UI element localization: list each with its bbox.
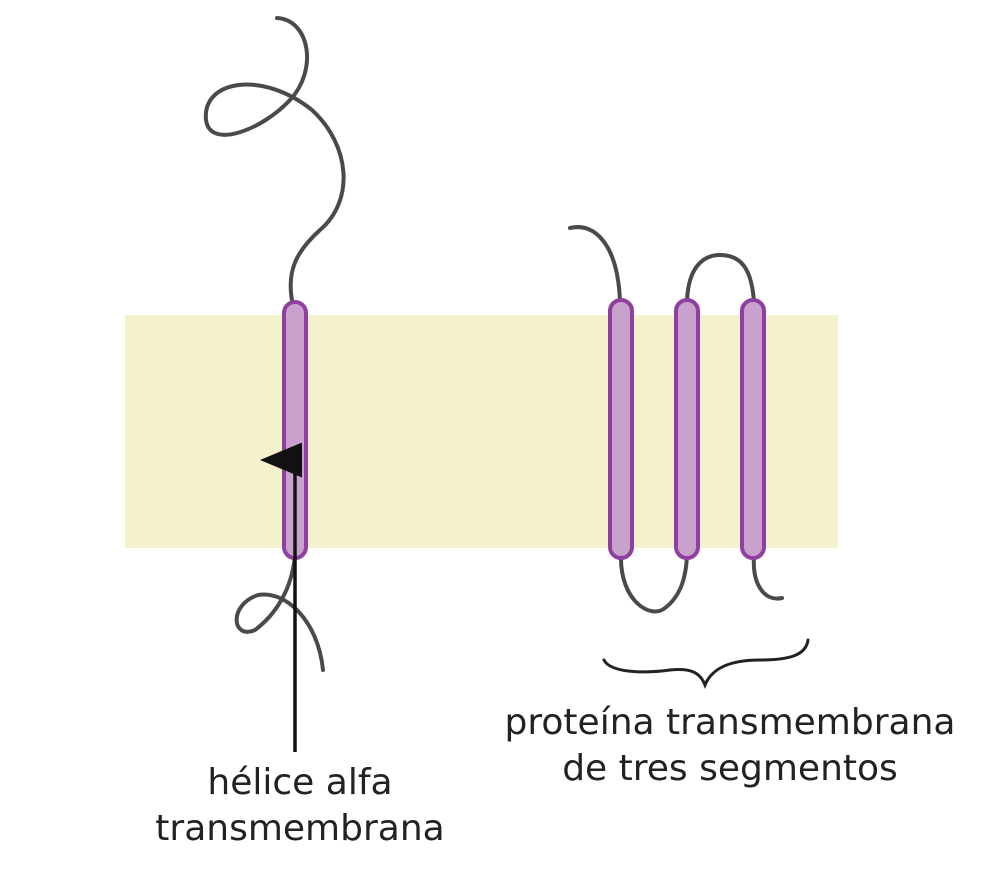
single-pass-upper-chain bbox=[206, 18, 344, 305]
multi-pass-brace bbox=[604, 640, 808, 685]
lipid-bilayer bbox=[125, 315, 838, 548]
single-pass-label-line1: hélice alfa bbox=[150, 760, 450, 806]
single-pass-label: hélice alfa transmembrana bbox=[150, 760, 450, 852]
multi-pass-n-terminal-chain bbox=[570, 227, 620, 302]
multi-pass-upper-loop bbox=[687, 255, 754, 302]
multi-pass-lower-loop bbox=[621, 556, 687, 611]
multi-pass-helix-2 bbox=[676, 300, 698, 558]
single-pass-lower-chain bbox=[237, 555, 323, 670]
multi-pass-helix-3 bbox=[742, 300, 764, 558]
multi-pass-label-line1: proteína transmembrana bbox=[480, 700, 980, 746]
multi-pass-helix-1 bbox=[610, 300, 632, 558]
multi-pass-c-terminal-chain bbox=[754, 556, 782, 599]
single-pass-label-line2: transmembrana bbox=[150, 806, 450, 852]
multi-pass-label: proteína transmembrana de tres segmentos bbox=[480, 700, 980, 792]
multi-pass-label-line2: de tres segmentos bbox=[480, 746, 980, 792]
